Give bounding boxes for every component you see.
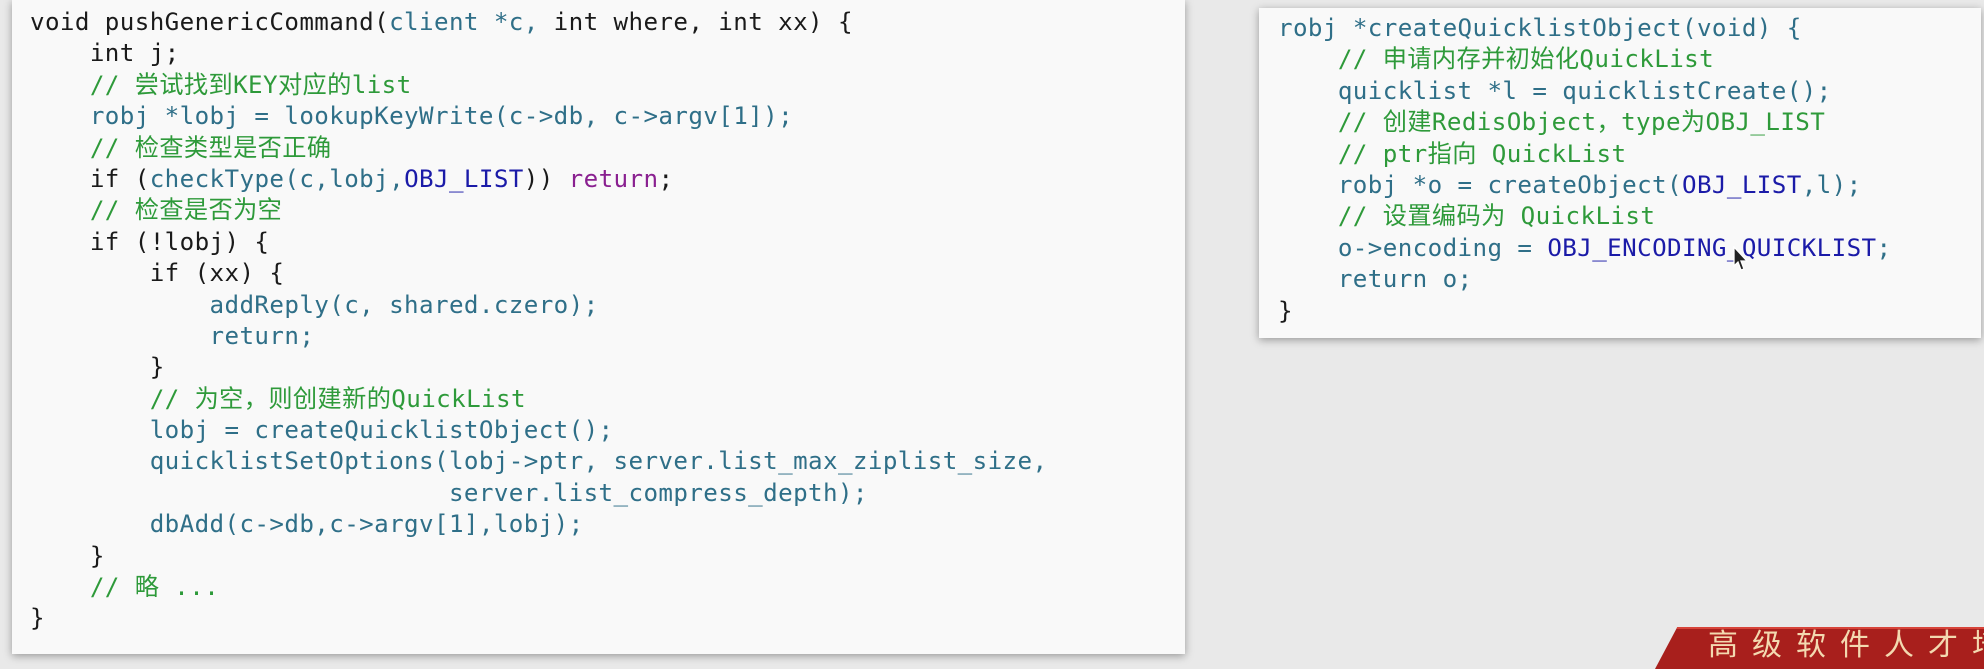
code-token: int j; (30, 39, 180, 68)
code-token: } (1278, 296, 1293, 325)
code-token: OBJ_LIST (404, 164, 524, 193)
code-token: o->encoding = (1278, 233, 1548, 262)
code-token: if ( (30, 164, 150, 193)
code-line: quicklistSetOptions(lobj->ptr, server.li… (30, 446, 1047, 477)
code-line: return; (30, 321, 1047, 352)
code-token: if (xx) { (30, 259, 285, 288)
code-line: dbAdd(c->db,c->argv[1],lobj); (30, 509, 1047, 540)
code-line: // 检查是否为空 (30, 195, 1047, 226)
right-code-panel: robj *createQuicklistObject(void) { // 申… (1259, 8, 1981, 338)
code-token: // 尝试找到KEY对应的list (30, 70, 412, 99)
code-token: } (30, 604, 45, 633)
create-quicklist-object-code: robj *createQuicklistObject(void) { // 申… (1278, 13, 1891, 327)
code-line: // 略 ... (30, 572, 1047, 603)
code-token: quicklistSetOptions(lobj->ptr, server.li… (30, 447, 1048, 476)
code-token: // ptr指向 QuickList (1278, 139, 1627, 168)
code-token: robj *lobj = (30, 102, 285, 131)
left-code-panel: void pushGenericCommand(client *c, int w… (12, 0, 1185, 654)
code-line: robj *createQuicklistObject(void) { (1278, 13, 1891, 44)
code-token: )) (523, 164, 554, 193)
code-token: OBJ_LIST (1681, 170, 1802, 199)
code-line: // 申请内存并初始化QuickList (1278, 44, 1891, 75)
code-line: void pushGenericCommand(client *c, int w… (30, 7, 1047, 38)
code-line: int j; (30, 38, 1047, 69)
push-generic-command-code: void pushGenericCommand(client *c, int w… (30, 7, 1047, 635)
code-token: *createQuicklistObject(void) { (1352, 14, 1802, 42)
code-token: quicklist *l = quicklistCreate(); (1278, 76, 1832, 105)
code-token: client *c, (389, 8, 539, 36)
code-line: // 检查类型是否正确 (30, 133, 1047, 164)
code-token: ; (1876, 233, 1892, 262)
code-line: // 为空，则创建新的QuickList (30, 384, 1047, 415)
code-token: lookupKeyWrite(c->db, c->argv[1]); (284, 102, 794, 131)
code-line: } (1278, 296, 1891, 327)
code-token: // 设置编码为 QuickList (1278, 202, 1656, 231)
code-line: // 设置编码为 QuickList (1278, 201, 1891, 232)
code-token: void pushGenericCommand( (30, 8, 390, 36)
code-line: server.list_compress_depth); (30, 478, 1047, 509)
code-token: // 检查类型是否正确 (30, 133, 332, 162)
code-line: lobj = createQuicklistObject(); (30, 415, 1047, 446)
code-line: if (!lobj) { (30, 227, 1047, 258)
code-token: dbAdd(c->db,c->argv[1],lobj); (30, 510, 584, 539)
code-token: return; (30, 321, 315, 350)
code-token: ,l); (1801, 170, 1862, 199)
code-token: // 为空，则创建新的QuickList (30, 384, 526, 413)
code-line: robj *lobj = lookupKeyWrite(c->db, c->ar… (30, 101, 1047, 132)
code-token: server.list_compress_depth); (30, 478, 868, 507)
code-token: return o; (1278, 265, 1473, 294)
code-token: return (553, 164, 659, 193)
code-token: lobj = createQuicklistObject(); (30, 416, 614, 445)
code-token: robj (1278, 14, 1353, 42)
code-line: } (30, 541, 1047, 572)
code-line: // ptr指向 QuickList (1278, 139, 1891, 170)
code-token: int where, int xx) { (538, 8, 853, 36)
code-token: // 检查是否为空 (30, 196, 283, 225)
code-token: // 略 ... (30, 573, 220, 602)
corner-banner-text: 高级软件人才培 (1708, 628, 1984, 663)
code-line: } (30, 603, 1047, 634)
code-line: return o; (1278, 264, 1891, 295)
code-line: // 尝试找到KEY对应的list (30, 70, 1047, 101)
code-line: } (30, 352, 1047, 383)
code-token: // 申请内存并初始化QuickList (1278, 45, 1715, 74)
code-line: if (checkType(c,lobj,OBJ_LIST)) return; (30, 164, 1047, 195)
code-line: addReply(c, shared.czero); (30, 290, 1047, 321)
code-token: checkType(c,lobj, (149, 164, 405, 193)
code-token: } (30, 353, 165, 382)
code-token: // 创建RedisObject，type为OBJ_LIST (1278, 108, 1826, 137)
code-line: o->encoding = OBJ_ENCODING_QUICKLIST; (1278, 233, 1891, 264)
code-token: addReply(c, shared.czero); (30, 290, 599, 319)
code-token: ; (658, 164, 674, 193)
code-line: // 创建RedisObject，type为OBJ_LIST (1278, 107, 1891, 138)
code-token: } (30, 541, 105, 570)
code-token: robj *o = createObject( (1278, 170, 1682, 199)
code-line: if (xx) { (30, 258, 1047, 289)
code-token: if (!lobj) { (30, 227, 270, 256)
code-line: quicklist *l = quicklistCreate(); (1278, 76, 1891, 107)
code-line: robj *o = createObject(OBJ_LIST,l); (1278, 170, 1891, 201)
code-token: OBJ_ENCODING_QUICKLIST (1547, 233, 1877, 262)
mouse-pointer-icon (1733, 246, 1749, 271)
